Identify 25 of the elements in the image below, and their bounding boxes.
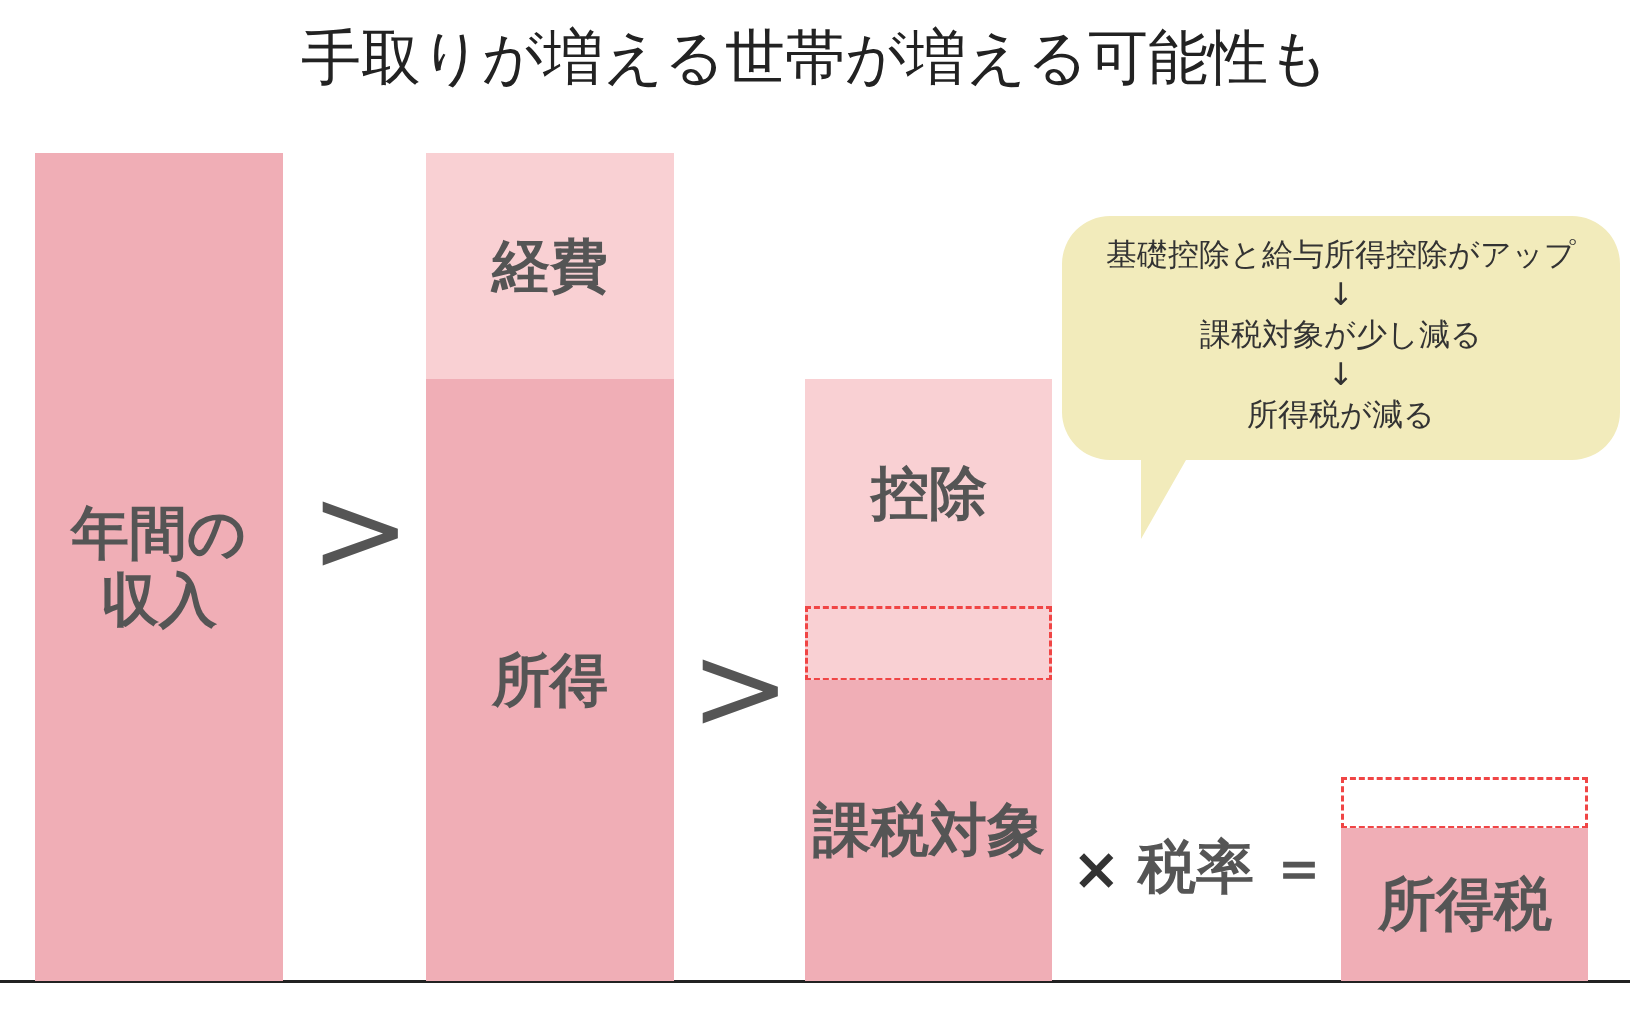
bar-label: 年間の収入 bbox=[69, 500, 248, 634]
dashed-box bbox=[805, 606, 1052, 681]
equals-sign: ＝ bbox=[1270, 838, 1328, 896]
bar bbox=[1341, 828, 1588, 981]
bar-segment bbox=[805, 379, 1052, 607]
bar-segment bbox=[426, 153, 674, 380]
bar-label: 所得税 bbox=[1377, 871, 1552, 938]
dashed-box bbox=[1341, 777, 1588, 829]
multiplication-sign: × bbox=[1072, 840, 1121, 898]
title: 手取りが増える世帯が増える可能性も bbox=[300, 21, 1330, 94]
bubble-text: 課税対象が少し減る bbox=[1199, 315, 1483, 354]
bubble-text: 所得税が減る bbox=[1246, 395, 1436, 434]
bar-label: 所得 bbox=[492, 646, 608, 714]
bar-segment bbox=[805, 680, 1052, 981]
greater-than-sign: > bbox=[690, 628, 791, 748]
down-arrow-symbol: ↓ bbox=[1327, 275, 1355, 314]
down-arrow-symbol: ↓ bbox=[1327, 355, 1355, 394]
label-text: 税率 bbox=[1138, 838, 1254, 896]
bar-label: 経費 bbox=[492, 233, 608, 300]
greater-than-sign: > bbox=[310, 470, 411, 590]
bar bbox=[35, 153, 283, 981]
bar-label: 課税対象 bbox=[812, 797, 1045, 864]
bubble-text: 基礎控除と給与所得控除がアップ bbox=[1105, 235, 1577, 274]
bar-segment bbox=[426, 379, 674, 981]
bar-label: 控除 bbox=[870, 459, 987, 527]
